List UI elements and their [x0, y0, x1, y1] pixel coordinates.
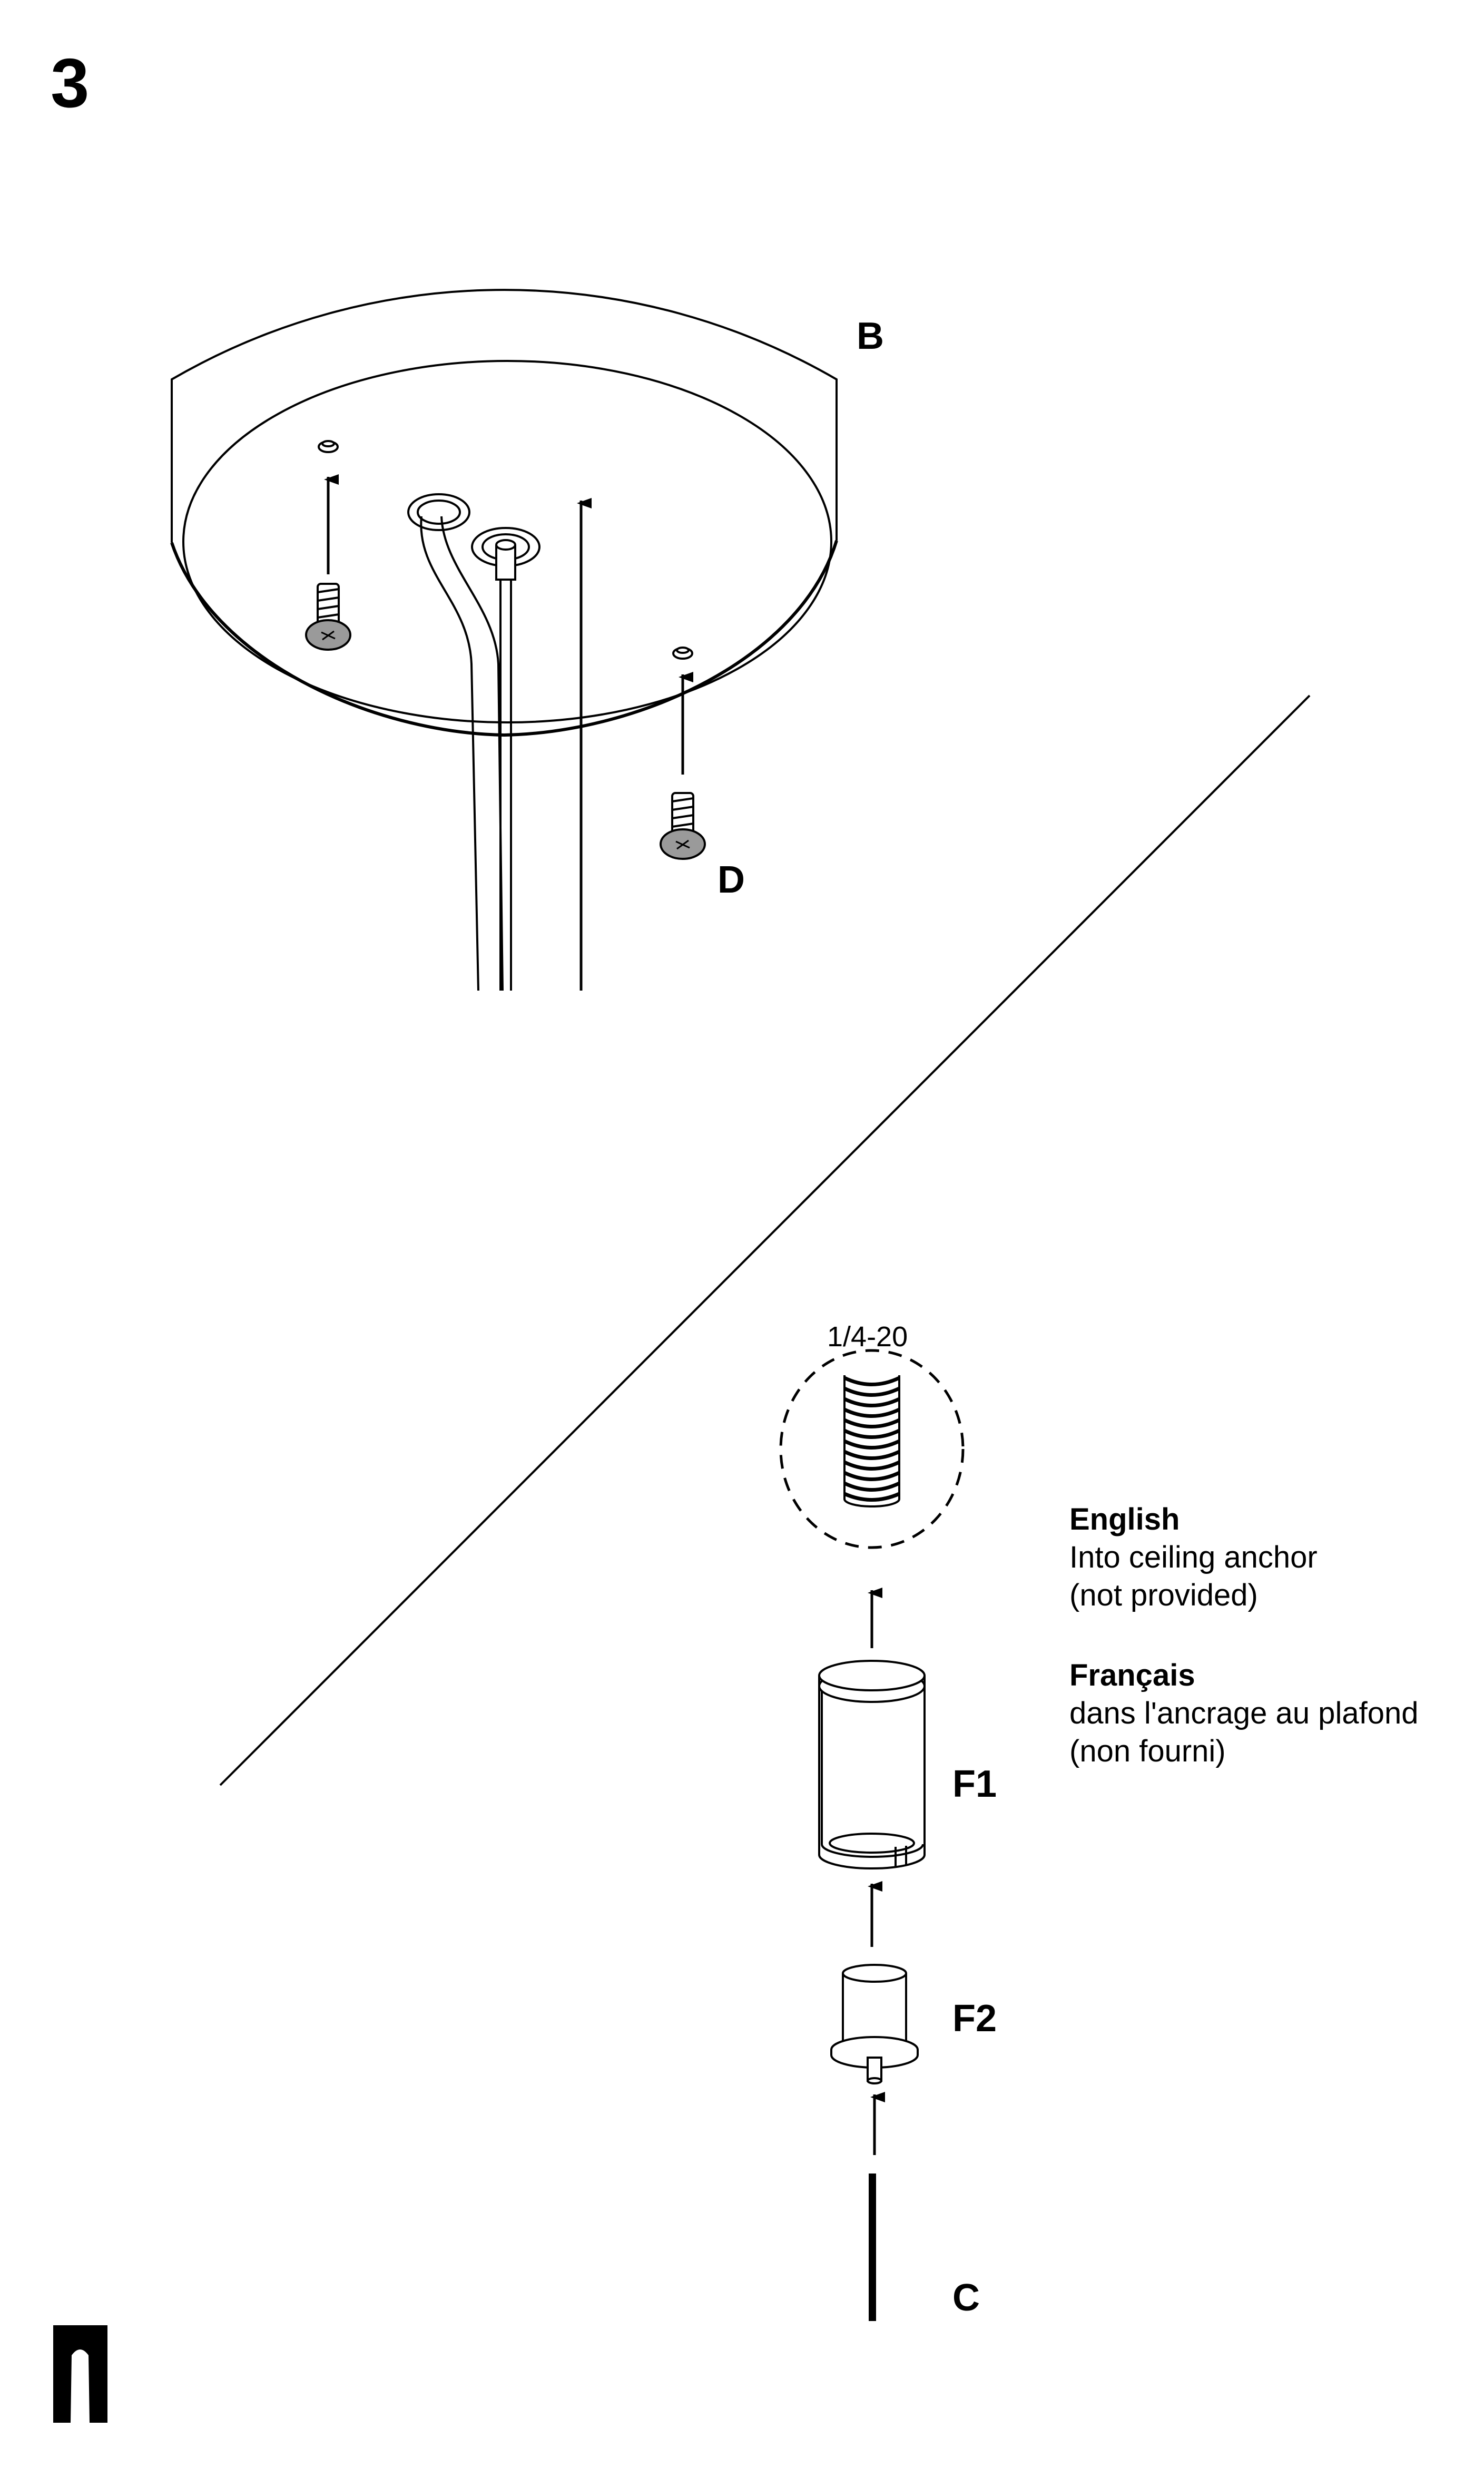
instruction-french-line2: (non fourni): [1069, 1734, 1226, 1768]
part-label-c: C: [952, 2277, 980, 2319]
diagonal-separator: [219, 694, 1311, 1786]
instruction-english-line2: (not provided): [1069, 1578, 1258, 1612]
power-cord-icon: [420, 516, 504, 991]
instruction-french-line1: dans l'ancrage au plafond: [1069, 1696, 1419, 1730]
instruction-french: Français dans l'ancrage au plafond (non …: [1069, 1657, 1418, 1770]
suspension-rod-icon: [869, 2174, 876, 2321]
part-label-f2: F2: [952, 1998, 997, 2040]
step-number: 3: [51, 44, 90, 122]
instruction-french-heading: Français: [1069, 1658, 1195, 1692]
mounting-screw-icon: [660, 792, 706, 860]
thread-spec: 1/4-20: [827, 1321, 908, 1353]
threaded-stud-icon: [779, 1349, 965, 1549]
instruction-english: English Into ceiling anchor (not provide…: [1069, 1501, 1318, 1614]
instruction-english-line1: Into ceiling anchor: [1069, 1540, 1318, 1574]
cable-grommet-icon: [407, 493, 470, 531]
part-label-d: D: [718, 859, 745, 901]
canopy-icon: [170, 289, 838, 737]
instruction-english-heading: English: [1069, 1502, 1180, 1536]
part-label-f1: F1: [952, 1763, 997, 1805]
screw-hole-icon: [672, 647, 693, 660]
ceiling-adapter-icon: [818, 1660, 926, 1869]
part-label-b: B: [857, 315, 884, 357]
screw-hole-icon: [318, 440, 339, 453]
cable-gripper-icon: [830, 1964, 919, 2084]
suspension-cable-icon: [471, 527, 540, 991]
mounting-screw-icon: [305, 583, 351, 651]
brand-logo-icon: [53, 2325, 107, 2423]
